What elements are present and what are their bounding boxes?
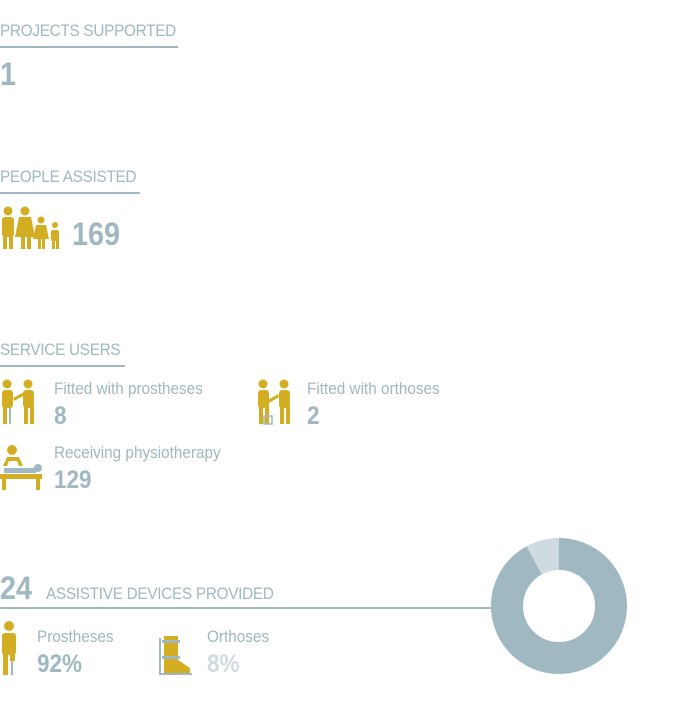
service-value: 2 [307,402,320,430]
projects-value: 1 [0,56,17,92]
device-label: Prostheses [37,627,114,646]
service-label: Fitted with orthoses [307,379,440,398]
service-label: Fitted with prostheses [54,379,203,398]
physiotherapy-icon [0,445,42,490]
devices-heading: ASSISTIVE DEVICES PROVIDED [46,584,274,603]
prosthetic-leg-icon [2,621,16,675]
devices-value: 24 [0,570,33,606]
service-value: 8 [54,402,67,430]
device-value: 92% [37,650,83,678]
service-label: Receiving physiotherapy [54,443,221,462]
divider [0,365,125,367]
service-users-heading: SERVICE USERS [0,340,121,359]
device-value: 8% [207,650,240,678]
people-value: 169 [72,216,121,252]
donut-slice-orthoses [491,538,627,674]
prosthesis-fitting-icon [2,379,34,424]
device-label: Orthoses [207,627,270,646]
orthosis-fitting-icon [258,379,290,425]
family-icon [2,206,59,249]
divider [0,192,140,194]
divider [0,607,495,609]
service-value: 129 [54,466,92,494]
people-heading: PEOPLE ASSISTED [0,167,137,186]
devices-donut-chart [491,538,627,674]
divider [0,46,178,48]
projects-heading: PROJECTS SUPPORTED [0,21,176,40]
foot-orthosis-icon [159,636,192,675]
